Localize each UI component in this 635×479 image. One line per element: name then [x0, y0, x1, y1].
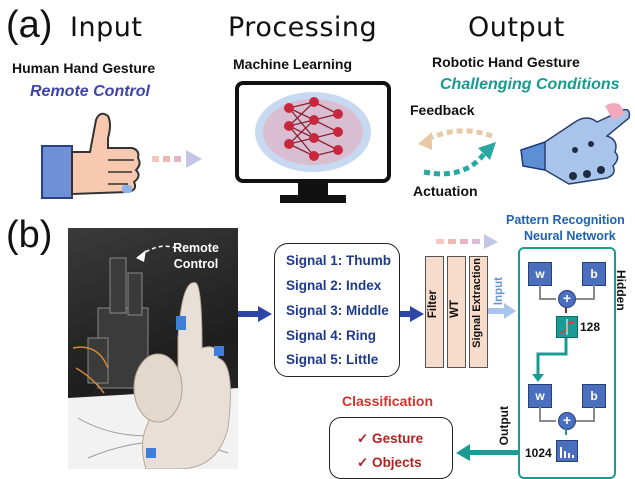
output-subtitle: Robotic Hand Gesture [432, 54, 580, 70]
signal-5-label: Signal 5: Little [286, 352, 379, 367]
signal-2-label: Signal 2: Index [286, 278, 382, 293]
feedback-label: Feedback [410, 102, 475, 118]
softmax-icon [560, 447, 574, 458]
activation-block-2 [556, 440, 578, 462]
weight-block-2: w [528, 384, 552, 408]
feedback-actuation-arrows [418, 128, 496, 177]
processing-heading: Processing [228, 12, 378, 43]
wt-label: WT [449, 300, 461, 318]
signal-extraction-label: Signal Extraction [471, 258, 483, 348]
signals-to-filter-arrow [400, 306, 424, 322]
layer1-size: 128 [580, 320, 601, 334]
classification-objects: ✓ Objects [357, 455, 422, 470]
processing-subtitle: Machine Learning [233, 56, 353, 72]
classification-box [329, 417, 453, 479]
signal-4-label: Signal 4: Ring [286, 328, 377, 343]
hidden-label: Hidden [614, 270, 628, 311]
classification-title: Classification [342, 393, 434, 409]
panel-b-letter: (b) [6, 214, 53, 256]
classification-gesture: ✓ Gesture [357, 431, 424, 446]
filter-label: Filter [427, 290, 439, 319]
input-flow-label: Input [493, 277, 505, 306]
layer-link-arrow [532, 338, 568, 382]
activation-block-1 [556, 316, 578, 338]
remote-control-tag: Remote Control [30, 83, 150, 100]
input-arrow [152, 150, 202, 168]
monitor-brain-icon [235, 81, 391, 203]
signal-extraction-block [469, 256, 488, 368]
thumbs-up-hand-icon [41, 112, 141, 199]
layer2-connectors [539, 407, 595, 435]
panel-a-letter: (a) [6, 4, 53, 46]
bias-block-1: b [582, 262, 606, 286]
input-subtitle: Human Hand Gesture [12, 60, 156, 76]
signal-1-label: Signal 1: Thumb [286, 253, 392, 268]
signal-3-label: Signal 3: Middle [286, 303, 389, 318]
photo-scene [68, 245, 238, 469]
remote-caption-line1: Remote [173, 241, 219, 255]
challenging-conditions-tag: Challenging Conditions [440, 76, 620, 93]
input-heading: Input [70, 12, 143, 43]
photo-to-signals-arrow [238, 306, 272, 322]
output-flow-arrow [456, 444, 520, 461]
tansig-icon [559, 319, 575, 335]
robotic-hand-icon [520, 103, 631, 185]
input-flow-arrow [488, 303, 516, 319]
actuation-label: Actuation [413, 183, 478, 199]
top-dashed-arrow [436, 234, 498, 249]
output-heading: Output [468, 12, 565, 43]
layer2-size: 1024 [525, 446, 552, 460]
weight-block-1: w [528, 262, 552, 286]
network-title-line1: Pattern Recognition [506, 213, 625, 227]
robot-hand-photo: Remote Control [68, 228, 238, 469]
output-flow-label: Output [497, 406, 511, 446]
layer1-connectors [539, 285, 595, 313]
bias-block-2: b [582, 384, 606, 408]
signals-box [274, 243, 400, 377]
remote-caption-line2: Control [173, 257, 219, 271]
network-title-line2: Neural Network [524, 229, 616, 243]
filter-block [425, 256, 444, 368]
wt-block [447, 256, 466, 368]
